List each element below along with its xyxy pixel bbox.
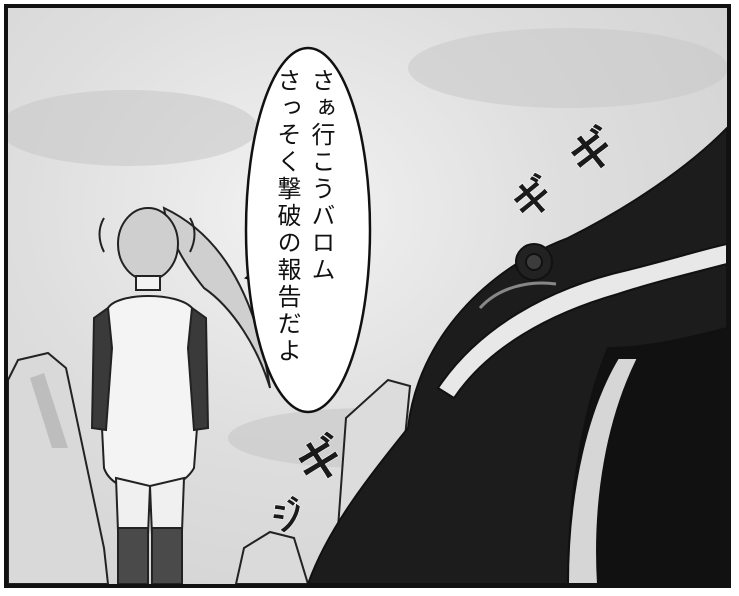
panel-scene bbox=[8, 28, 727, 584]
speech-bubble-shape bbox=[243, 46, 372, 414]
speech-line-1: さぁ行こうバロム bbox=[307, 68, 335, 284]
robot-figure bbox=[306, 126, 727, 584]
speech-line-2: さっそく撃破の報告だよ bbox=[273, 68, 301, 365]
speech-bubble: さぁ行こうバロム さっそく撃破の報告だよ bbox=[270, 68, 338, 388]
girl-figure bbox=[90, 206, 271, 584]
rocks bbox=[8, 351, 412, 584]
comic-panel: さぁ行こうバロム さっそく撃破の報告だよ ギ ギ ギ ジ bbox=[4, 4, 731, 588]
